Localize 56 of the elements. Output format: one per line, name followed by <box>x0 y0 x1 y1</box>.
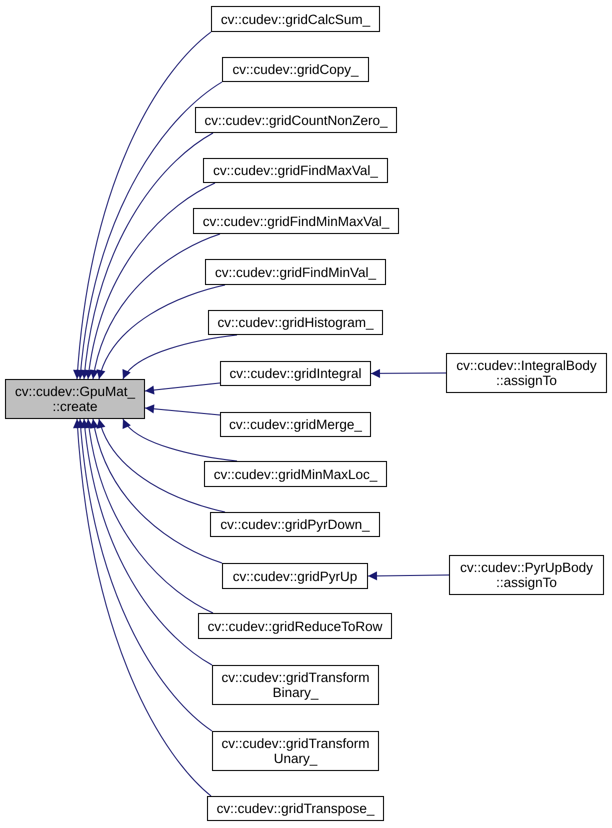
arrow <box>80 418 212 666</box>
arrow <box>370 368 446 378</box>
function-name: cv::cudev::gridTransform Binary_ <box>220 670 371 700</box>
function-box <box>205 259 386 285</box>
function-name: cv::cudev::gridTransform Unary_ <box>220 736 371 766</box>
function-box <box>210 512 380 537</box>
arrow <box>73 418 212 796</box>
arrow <box>368 571 450 580</box>
function-name: cv::cudev::gridCountNonZero_ <box>204 112 388 128</box>
arrow <box>122 418 238 462</box>
function-name: cv::cudev::gridMinMaxLoc_ <box>214 466 378 482</box>
function-name: cv::cudev::gridCalcSum_ <box>220 12 370 26</box>
arrow <box>73 32 212 380</box>
function-box <box>212 665 379 705</box>
function-box <box>204 461 387 487</box>
function-name: cv::cudev::gridFindMinMaxVal_ <box>202 214 390 228</box>
function-name: cv::cudev::gridTranspose_ <box>216 801 374 816</box>
arrow <box>84 182 216 380</box>
function-box <box>193 208 399 234</box>
arrow <box>76 82 222 380</box>
arrow <box>144 382 220 395</box>
function-name: cv::cudev::gridMerge_ <box>229 417 362 432</box>
function-name: cv::cudev::gridFindMinVal_ <box>214 264 376 280</box>
function-name: cv::cudev::gridFindMaxVal_ <box>213 163 378 178</box>
function-box <box>220 361 371 386</box>
arrow <box>90 234 220 380</box>
arrow <box>80 132 214 380</box>
function-box <box>211 6 380 32</box>
function-box <box>208 310 383 335</box>
function-name: cv::cudev::PyrUpBody ::assignTo <box>459 560 594 590</box>
arrow <box>84 418 214 614</box>
function-box <box>207 796 384 821</box>
arrow <box>76 418 212 732</box>
arrow <box>90 418 222 564</box>
arrow <box>122 334 238 380</box>
function-box <box>203 158 388 183</box>
function-name: cv::cudev::gridPyrDown_ <box>220 517 370 532</box>
function-box <box>195 107 397 133</box>
function-name: cv::cudev::gridIntegral <box>229 366 362 381</box>
function-box <box>222 563 368 589</box>
function-box <box>220 412 371 437</box>
function-name: cv::cudev::gridReduceToRow <box>208 618 382 634</box>
arrow <box>97 418 226 512</box>
function-box <box>212 731 379 771</box>
function-name: cv::cudev::IntegralBody ::assignTo <box>455 358 598 388</box>
function-box <box>449 555 604 595</box>
function-name: cv::cudev::GpuMat_ ::create <box>14 384 136 414</box>
arrow <box>97 284 226 380</box>
function-box <box>222 57 369 82</box>
arrow <box>144 404 220 416</box>
function-name: cv::cudev::gridPyrUp <box>232 568 358 584</box>
highlighted-function-box <box>5 379 145 419</box>
function-name: cv::cudev::gridCopy_ <box>232 62 359 77</box>
function-box <box>198 613 392 639</box>
function-name: cv::cudev::gridHistogram_ <box>217 315 374 330</box>
function-box <box>446 353 607 393</box>
